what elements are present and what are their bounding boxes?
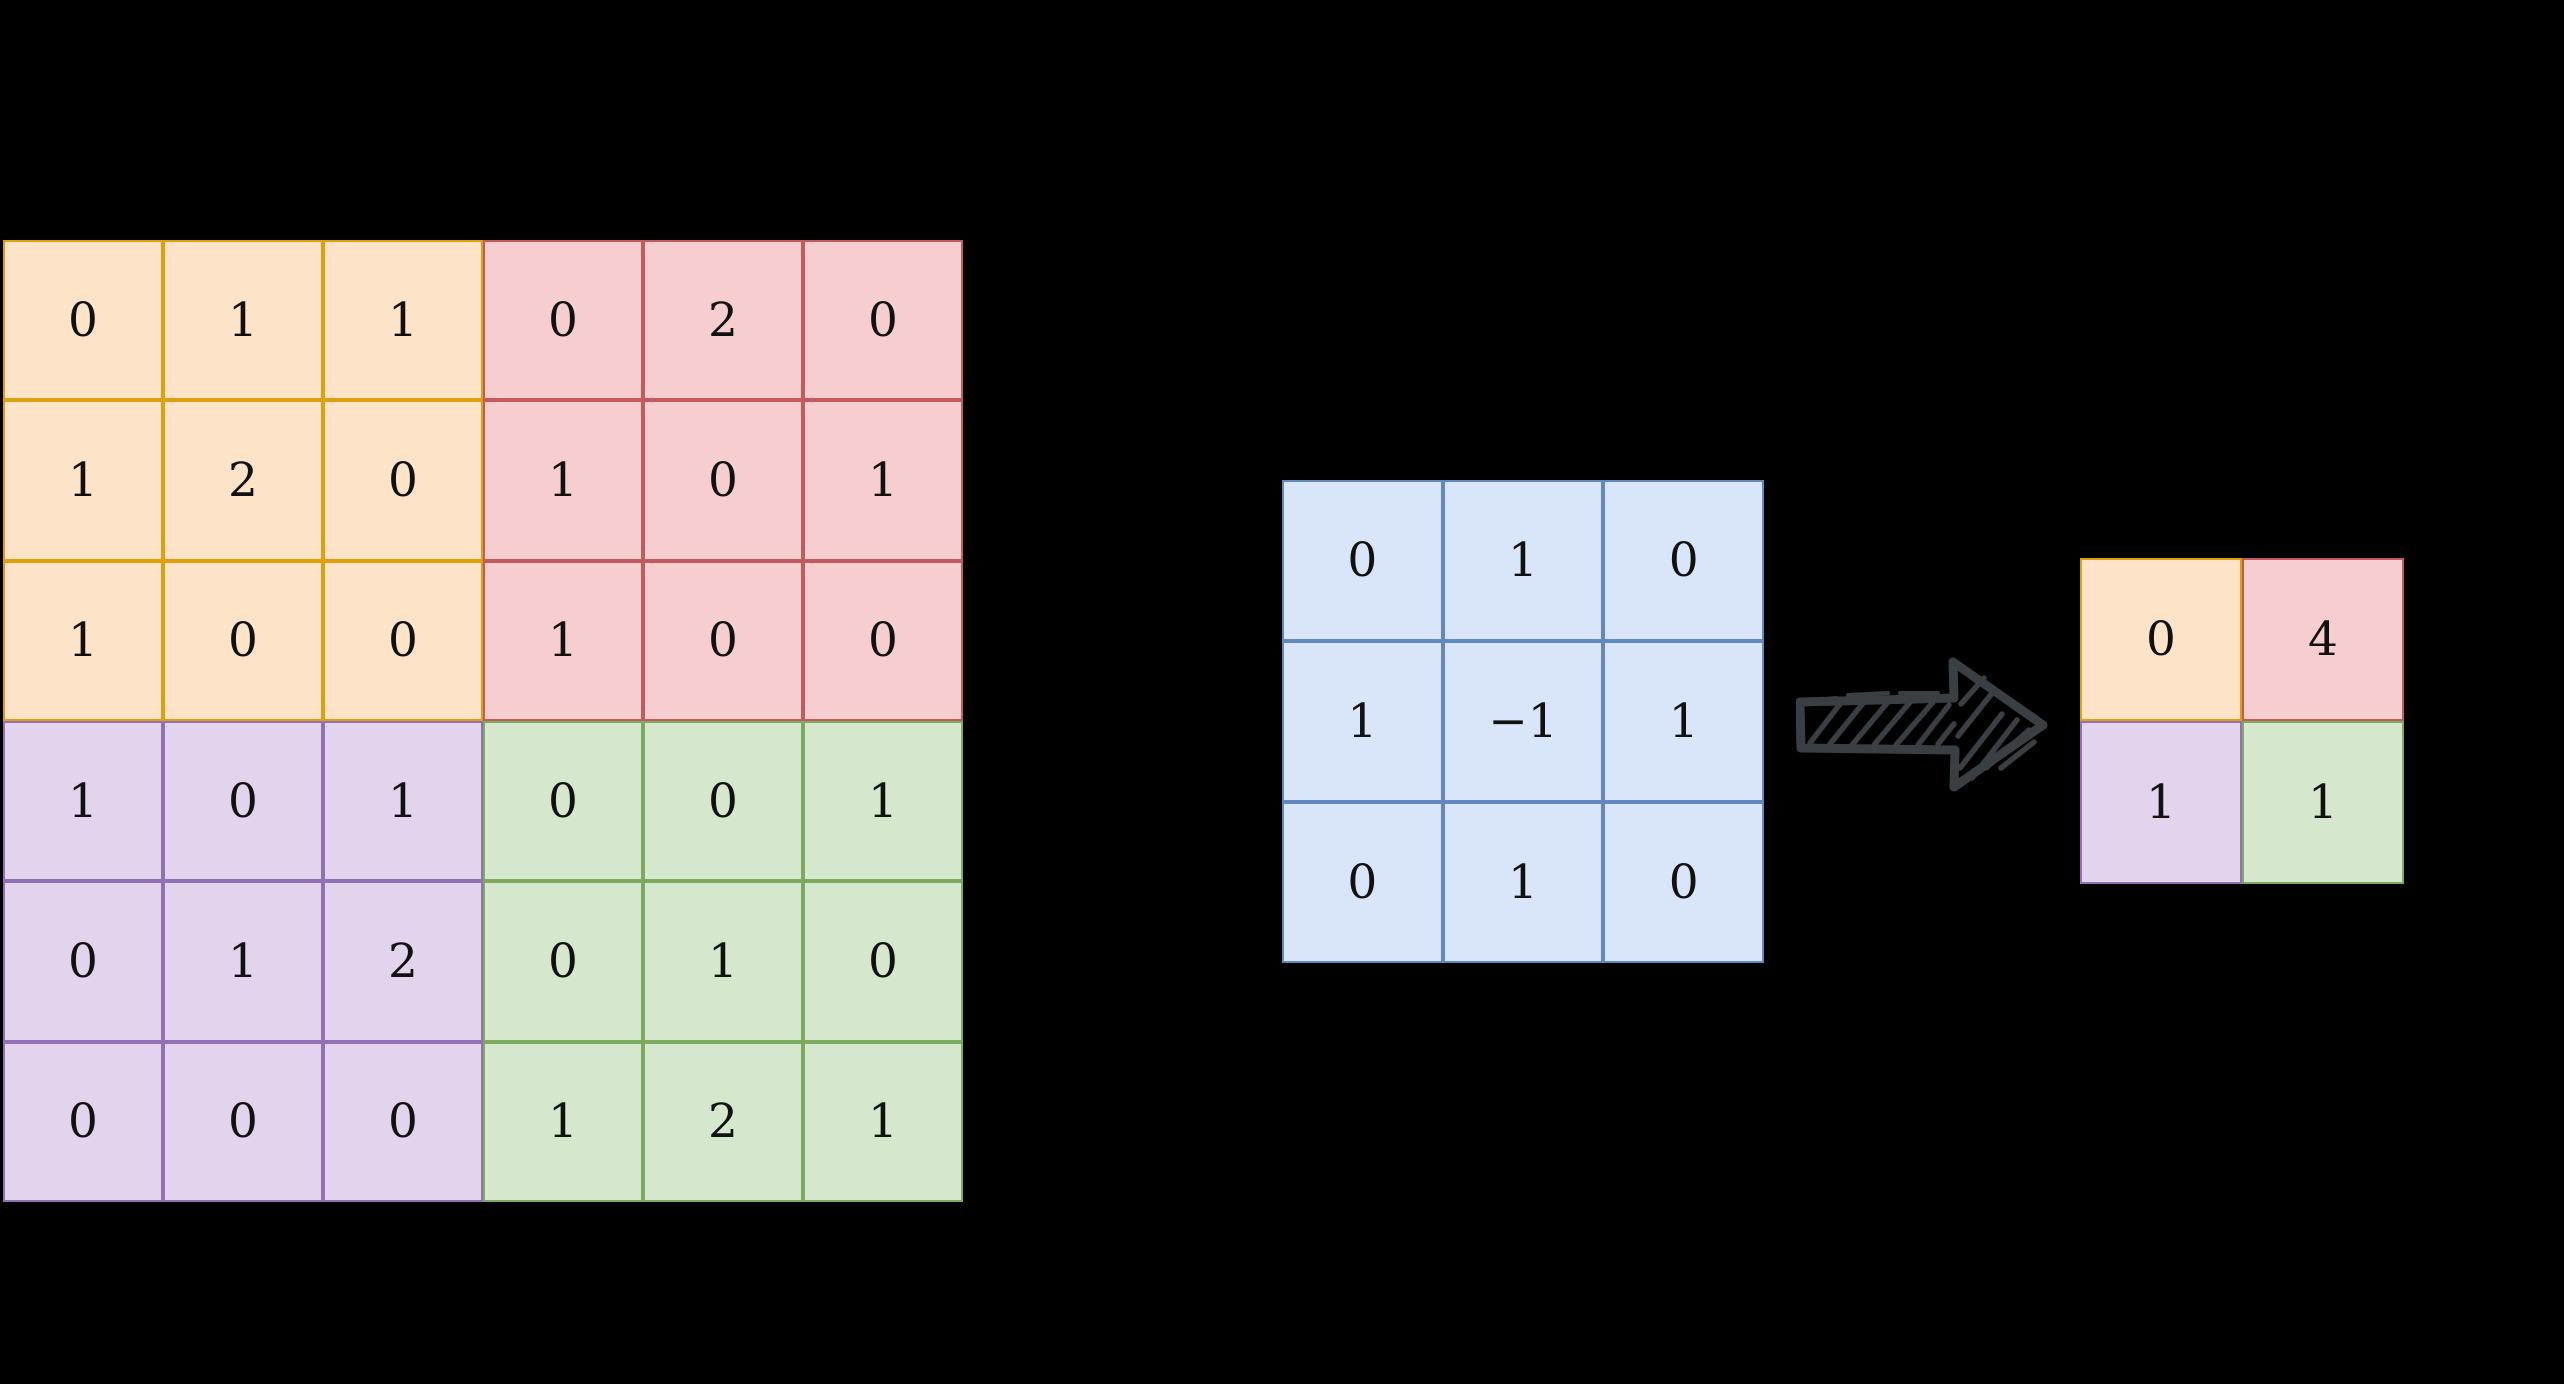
input-matrix-cell-r5c1: 0 <box>3 881 163 1042</box>
kernel-matrix-cell-r1c1: 0 <box>1282 480 1443 641</box>
input-matrix-cell-r1c3: 1 <box>323 240 483 401</box>
input-matrix-cell-r1c2: 1 <box>163 240 323 401</box>
input-matrix-cell-r5c3: 2 <box>323 881 483 1042</box>
input-matrix-cell-r1c1: 0 <box>3 240 163 401</box>
input-matrix-cell-r3c4: 1 <box>483 560 643 721</box>
kernel-matrix-cell-r1c2: 1 <box>1442 480 1604 641</box>
input-matrix-cell-r5c2: 1 <box>163 881 323 1042</box>
input-matrix-cell-r2c1: 1 <box>3 400 163 561</box>
input-matrix-cell-r1c6: 0 <box>803 240 963 401</box>
input-matrix-cell-r6c2: 0 <box>163 1041 323 1202</box>
input-matrix-cell-r2c6: 1 <box>803 400 963 561</box>
input-matrix-cell-r1c5: 2 <box>643 240 803 401</box>
input-matrix-cell-r6c5: 2 <box>643 1041 803 1202</box>
result-matrix-cell-r2c1: 1 <box>2080 721 2242 884</box>
input-matrix-cell-r5c4: 0 <box>483 881 643 1042</box>
sketchy-right-arrow-icon <box>1795 648 2048 798</box>
input-matrix-cell-r6c6: 1 <box>803 1041 963 1202</box>
input-matrix-cell-r3c5: 0 <box>643 560 803 721</box>
input-matrix-cell-r3c6: 0 <box>803 560 963 721</box>
input-matrix-cell-r5c5: 1 <box>643 881 803 1042</box>
input-matrix-cell-r2c2: 2 <box>163 400 323 561</box>
kernel-matrix-cell-r2c3: 1 <box>1603 641 1764 802</box>
input-matrix-cell-r5c6: 0 <box>803 881 963 1042</box>
kernel-matrix-cell-r1c3: 0 <box>1603 480 1764 641</box>
input-matrix-cell-r3c3: 0 <box>323 560 483 721</box>
input-matrix-cell-r4c5: 0 <box>643 720 803 882</box>
input-matrix-cell-r4c1: 1 <box>3 720 163 882</box>
input-matrix-cell-r6c1: 0 <box>3 1041 163 1202</box>
input-matrix-cell-r4c3: 1 <box>323 720 483 882</box>
input-matrix-cell-r3c2: 0 <box>163 560 323 721</box>
input-matrix-cell-r2c3: 0 <box>323 400 483 561</box>
input-matrix-cell-r6c3: 0 <box>323 1041 483 1202</box>
kernel-matrix-cell-r3c3: 0 <box>1603 802 1764 963</box>
input-matrix-cell-r2c5: 0 <box>643 400 803 561</box>
input-matrix-cell-r4c2: 0 <box>163 720 323 882</box>
input-matrix-cell-r2c4: 1 <box>483 400 643 561</box>
kernel-matrix-cell-r3c1: 0 <box>1282 802 1443 963</box>
result-matrix-cell-r2c2: 1 <box>2242 721 2404 884</box>
result-matrix-cell-r1c1: 0 <box>2080 558 2242 721</box>
kernel-matrix-cell-r3c2: 1 <box>1442 802 1604 963</box>
input-matrix-cell-r3c1: 1 <box>3 560 163 721</box>
input-matrix-cell-r4c6: 1 <box>803 720 963 882</box>
result-matrix-cell-r1c2: 4 <box>2242 558 2404 721</box>
input-matrix-cell-r6c4: 1 <box>483 1041 643 1202</box>
kernel-matrix-cell-r2c1: 1 <box>1282 641 1443 802</box>
input-matrix-cell-r1c4: 0 <box>483 240 643 401</box>
kernel-matrix-cell-r2c2: −1 <box>1442 641 1604 802</box>
input-matrix-cell-r4c4: 0 <box>483 720 643 882</box>
